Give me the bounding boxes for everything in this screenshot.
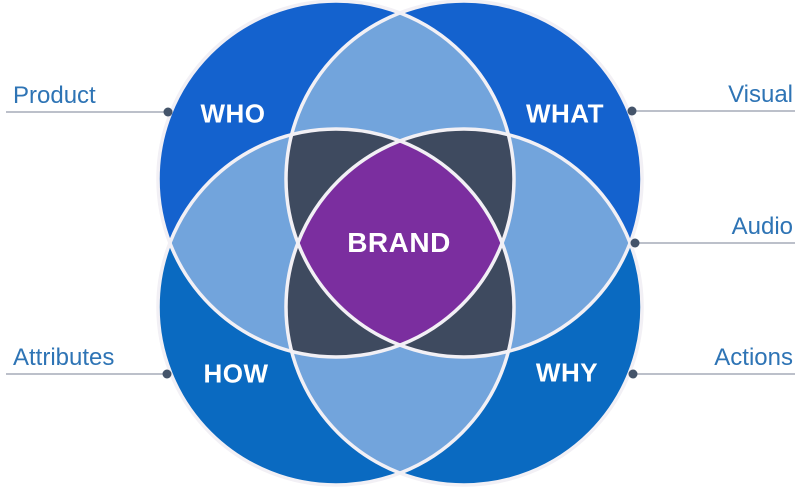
outline-what xyxy=(284,0,644,359)
actions-callout-label: Actions xyxy=(714,344,793,371)
who-label: WHO xyxy=(200,98,266,129)
product-dot xyxy=(163,107,173,117)
what-label: WHAT xyxy=(525,98,605,129)
audio-callout-label: Audio xyxy=(731,213,793,240)
outline-why xyxy=(284,127,644,487)
actions-dot xyxy=(628,369,638,379)
attributes-dot xyxy=(162,369,172,379)
brand-label: BRAND xyxy=(347,227,451,258)
visual-dot xyxy=(627,106,637,116)
attributes-callout-label: Attributes xyxy=(13,344,115,371)
why-label: WHY xyxy=(535,357,599,388)
outline-how xyxy=(156,127,516,487)
how-label: HOW xyxy=(203,358,269,389)
visual-callout-label: Visual xyxy=(728,81,793,108)
audio-dot xyxy=(630,238,640,248)
outline-who xyxy=(156,0,516,359)
product-callout-label: Product xyxy=(13,82,96,109)
